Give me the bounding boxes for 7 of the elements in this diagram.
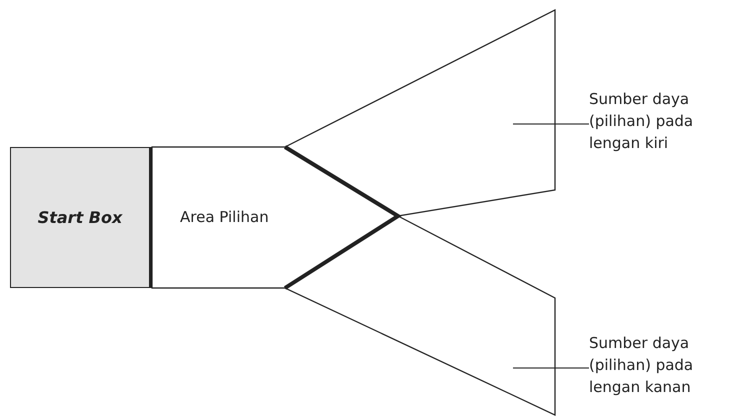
- arm-label: Sumber daya (pilihan) pada lengan kiri: [589, 88, 714, 154]
- arm-label: Sumber daya (pilihan) pada lengan kanan: [589, 332, 719, 398]
- start-box-label: Start Box: [38, 208, 122, 227]
- start-box: [10, 147, 152, 288]
- area-label: Area Pilihan: [180, 207, 269, 228]
- maze-arm: [284, 215, 556, 416]
- maze-arm: [284, 9, 556, 217]
